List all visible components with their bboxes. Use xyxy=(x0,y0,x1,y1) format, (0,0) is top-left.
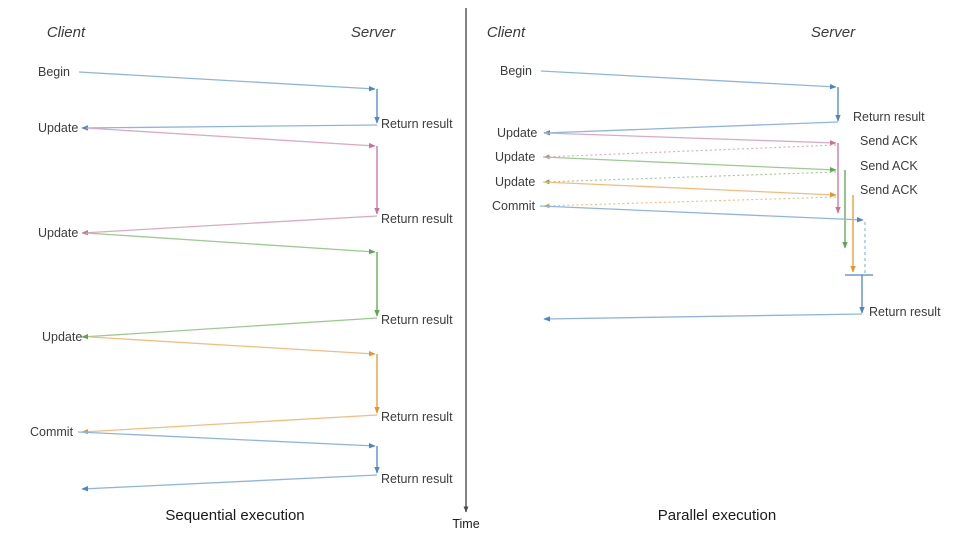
caption-sequential-execution: Sequential execution xyxy=(165,507,304,524)
request-arrow-2 xyxy=(85,232,376,255)
request-arrow-begin xyxy=(540,70,837,90)
message-label-commit-4: Commit xyxy=(30,425,74,439)
request-arrow-4 xyxy=(77,431,376,449)
reply-arrow-begin xyxy=(543,121,839,136)
message-label-begin-0: Begin xyxy=(500,64,532,78)
request-arrow-1 xyxy=(544,132,837,146)
actor-label-client: Client xyxy=(47,24,86,41)
message-label-update-2: Update xyxy=(495,150,535,164)
time-axis-label: Time xyxy=(452,517,479,531)
reply-label-2: Return result xyxy=(381,313,453,327)
request-arrow-0 xyxy=(78,71,376,92)
reply-label-3: Return result xyxy=(381,410,453,424)
ack-arrow-3 xyxy=(543,196,837,209)
reply-label-4: Return result xyxy=(381,472,453,486)
request-arrow-commit xyxy=(539,205,864,223)
ack-arrow-1 xyxy=(543,144,837,160)
actor-label-client: Client xyxy=(487,24,526,41)
reply-arrow-2 xyxy=(81,317,378,340)
time-axis: Time xyxy=(452,8,480,531)
request-arrow-2 xyxy=(542,156,837,173)
ack-label-3: Send ACK xyxy=(860,183,918,197)
ack-arrow-2 xyxy=(543,171,837,185)
reply-label-begin: Return result xyxy=(853,110,925,124)
ack-label-1: Send ACK xyxy=(860,134,918,148)
reply-arrow-commit xyxy=(543,313,863,322)
reply-label-commit: Return result xyxy=(869,305,941,319)
actor-label-server: Server xyxy=(811,24,856,41)
message-label-update-3: Update xyxy=(495,175,535,189)
caption-parallel-execution: Parallel execution xyxy=(658,507,776,524)
message-label-update-1: Update xyxy=(497,126,537,140)
message-label-commit-4: Commit xyxy=(492,199,536,213)
ack-label-2: Send ACK xyxy=(860,159,918,173)
reply-arrow-0 xyxy=(81,124,378,131)
request-arrow-1 xyxy=(85,127,376,149)
message-label-update-1: Update xyxy=(38,121,78,135)
reply-label-1: Return result xyxy=(381,212,453,226)
request-arrow-3 xyxy=(542,181,837,198)
actor-label-server: Server xyxy=(351,24,396,41)
request-arrow-3 xyxy=(89,336,376,357)
reply-label-0: Return result xyxy=(381,117,453,131)
message-label-begin-0: Begin xyxy=(38,65,70,79)
reply-arrow-3 xyxy=(81,414,378,435)
reply-arrow-4 xyxy=(81,474,378,492)
reply-arrow-1 xyxy=(81,215,378,236)
message-label-update-2: Update xyxy=(38,226,78,240)
message-label-update-3: Update xyxy=(42,330,82,344)
